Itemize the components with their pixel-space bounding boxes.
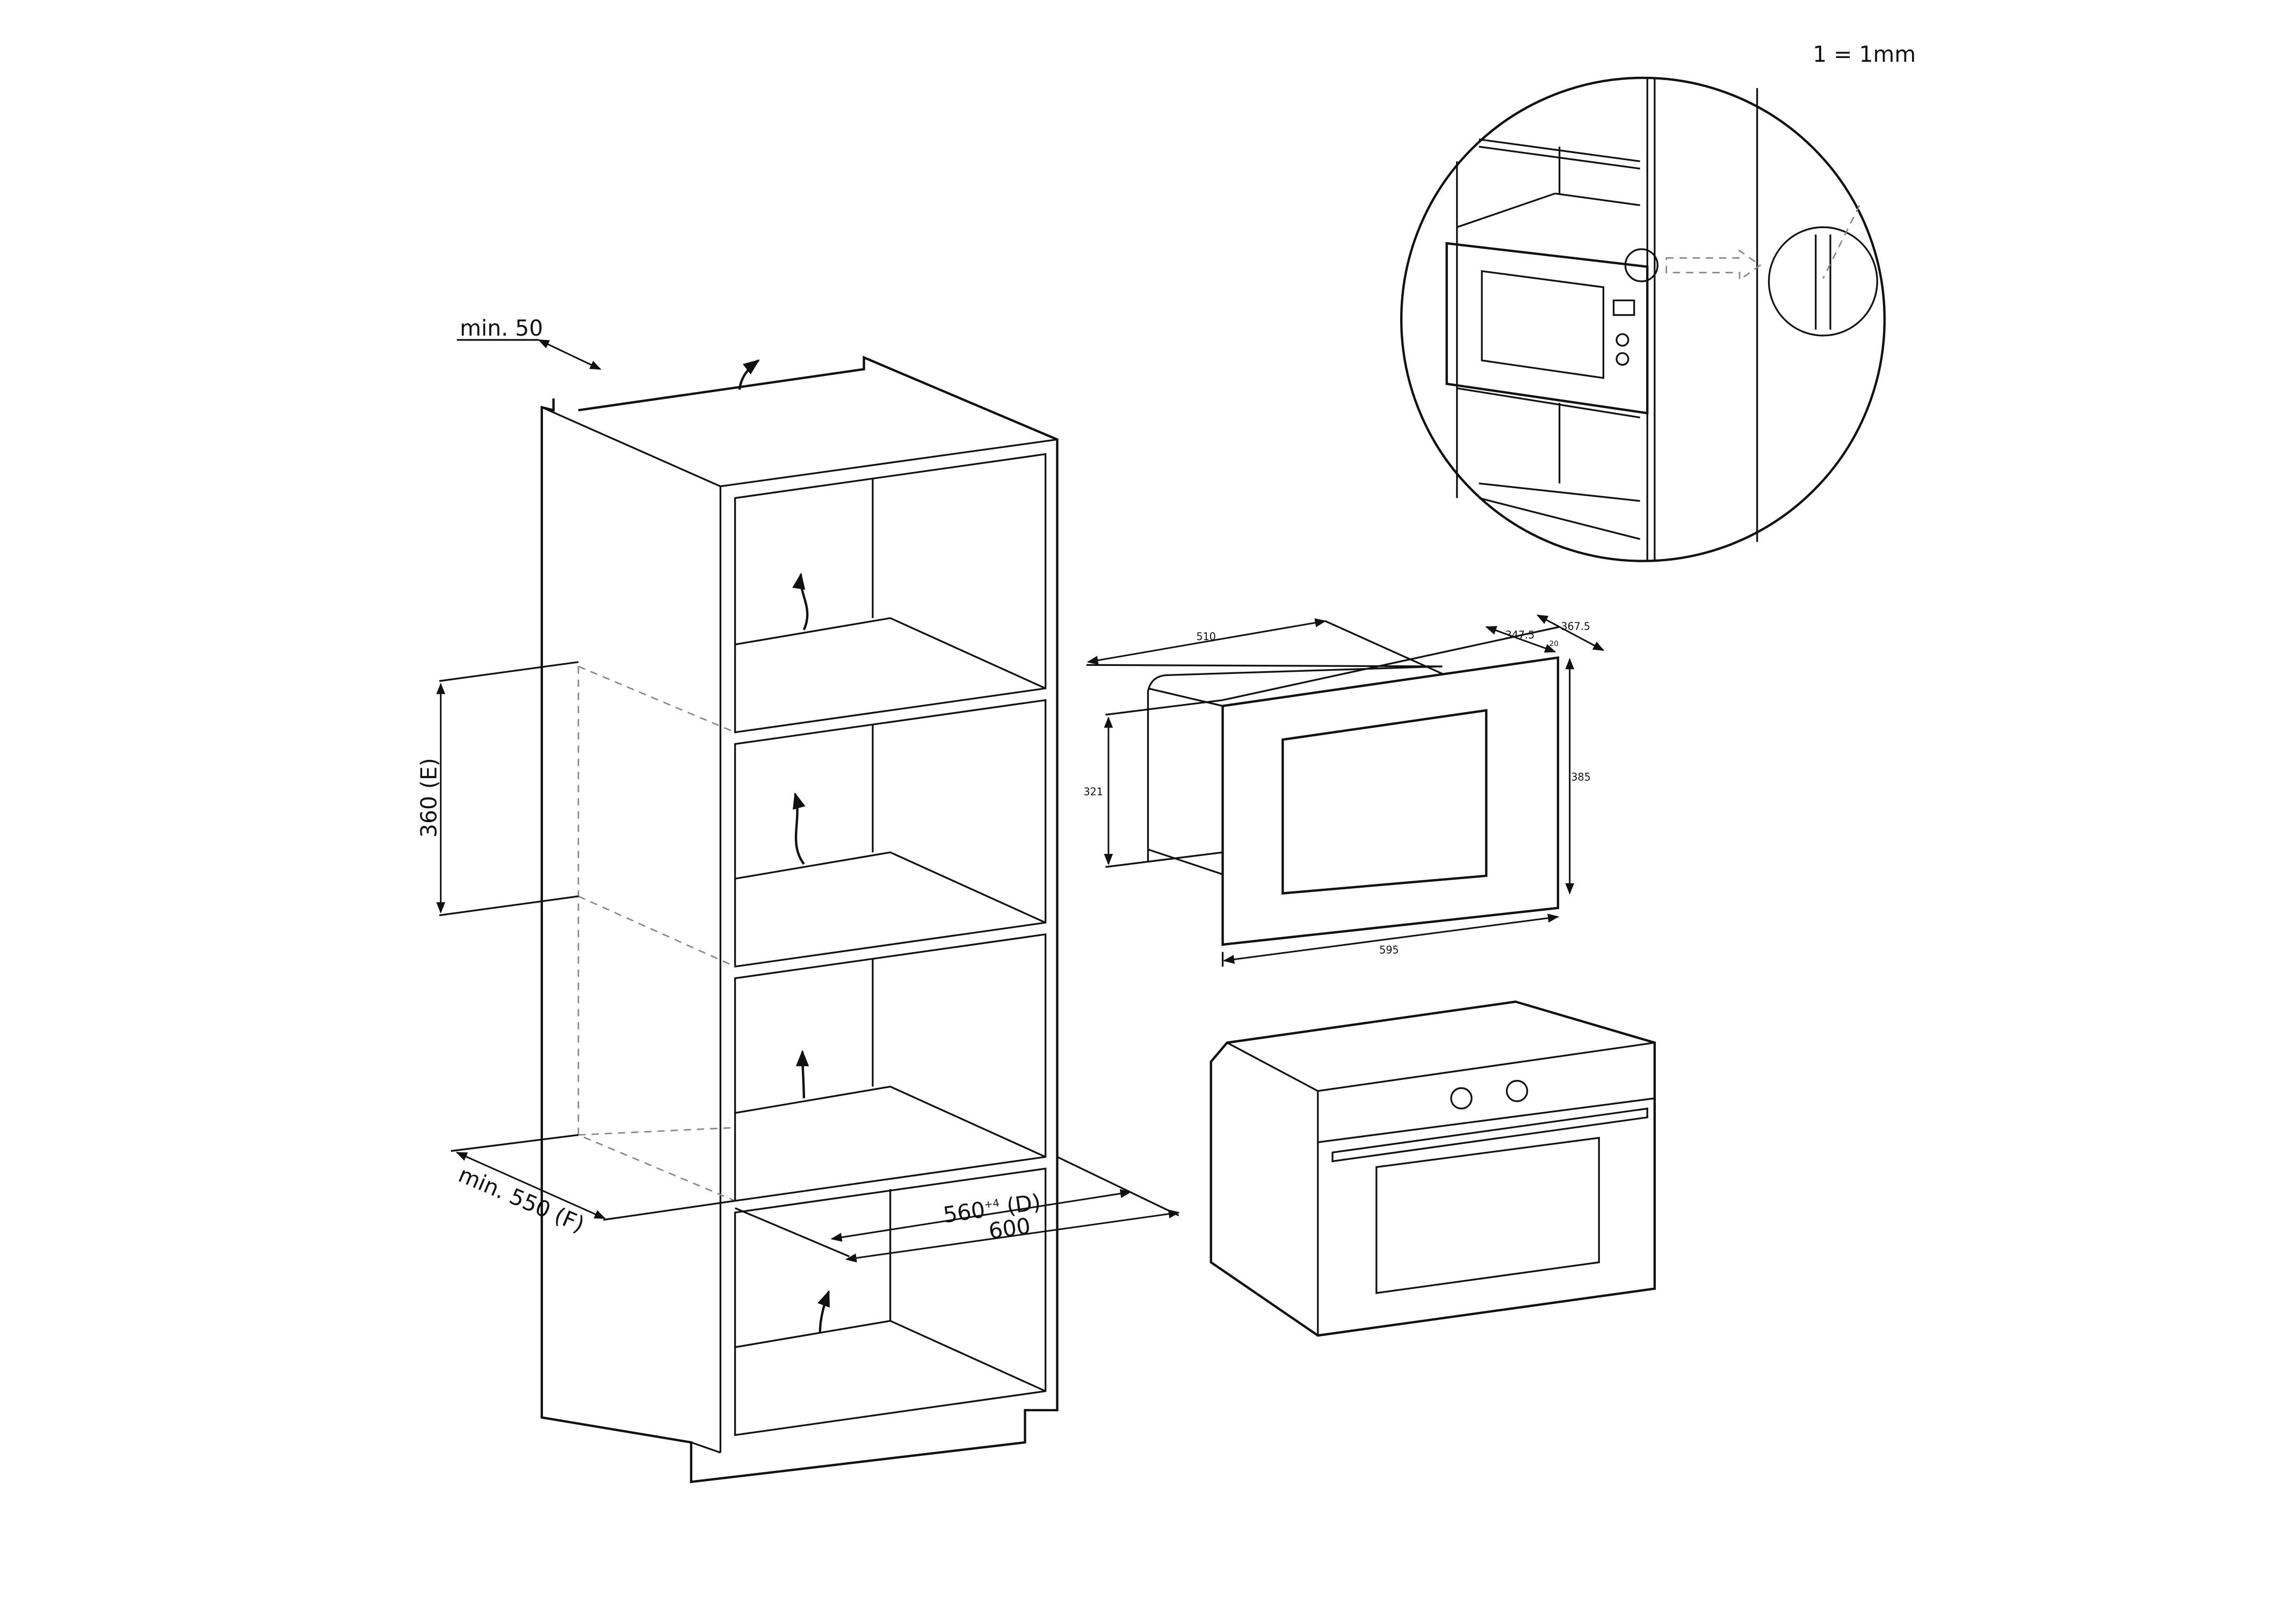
cabinet-depth-label: 600: [987, 1213, 1032, 1244]
airflow-arrows: [738, 359, 830, 1333]
control-knob: [1450, 1087, 1473, 1110]
niche-depth-label: 560+4 (D): [941, 1189, 1042, 1228]
cabinet-dimensions: min. 50 360 (E) min. 550 (F) 560+4 (D) 6…: [416, 315, 1180, 1262]
door-handle: [1331, 1107, 1648, 1163]
control-knob: [1505, 1079, 1529, 1102]
front-height-label: 385: [1571, 772, 1590, 783]
appliance-installed-sketch: [1209, 1000, 1656, 1337]
niche-depth-value: 560: [941, 1197, 987, 1228]
frame-thickness-label: 20: [1549, 640, 1559, 648]
front-width-label: 595: [1379, 944, 1399, 956]
min-width-label: min. 550 (F): [455, 1162, 588, 1238]
frame-depth-b-label: 367.5: [1561, 621, 1590, 633]
cabinet-drawing: [540, 355, 1059, 1484]
depth-total-label: 510: [1196, 631, 1215, 643]
min-top-gap-label: min. 50: [460, 315, 543, 341]
door-window: [1375, 1137, 1600, 1294]
frame-depth-a-label: 347.5: [1505, 629, 1535, 641]
niche-depth-tolerance: +4: [983, 1197, 1000, 1211]
hidden-niche-lines: [577, 665, 736, 1202]
body-height-label: 321: [1084, 786, 1103, 798]
shelf-compartments: [734, 453, 1047, 1436]
detail-circle: [1400, 76, 1886, 562]
niche-depth-suffix: (D): [998, 1189, 1042, 1220]
min-width-text: min. 550 (F): [455, 1162, 588, 1238]
appliance-dimension-drawing: 510 347.5 367.5 20 321 385 595: [1084, 614, 1605, 967]
scale-note: 1 = 1mm: [1813, 41, 1916, 67]
niche-height-label: 360 (E): [416, 758, 441, 838]
